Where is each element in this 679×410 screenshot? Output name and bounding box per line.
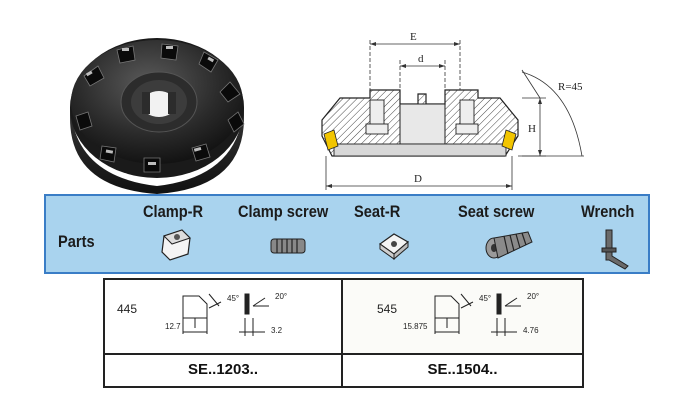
insert-geometry-diagram	[434, 293, 521, 336]
insert-geometry-diagram	[182, 293, 269, 336]
seat-icon	[378, 233, 410, 261]
insert-cell-445: 445 45° 20° 12.7 3.2	[105, 280, 341, 353]
wrench-icon	[601, 229, 629, 270]
insert-spec-table: 445 45° 20° 12.7 3.2 545	[103, 278, 584, 388]
insert-angle-1: 45°	[227, 294, 240, 303]
dim-h-label: H	[528, 123, 536, 135]
series-cell-left: SE..1203..	[105, 355, 341, 386]
clamp-icon	[161, 229, 191, 261]
part-label-clamp-r: Clamp-R	[143, 202, 204, 221]
insert-angle-1: 45°	[479, 294, 492, 303]
series-label: SE..1203..	[187, 361, 259, 378]
dim-r-label: R=45	[558, 81, 583, 93]
insert-code: 445	[117, 302, 138, 316]
dim-e-label: E	[410, 31, 417, 43]
insert-angle-2: 20°	[275, 292, 288, 301]
parts-band: Parts Clamp-R Clamp screw Seat-R Seat sc…	[44, 194, 650, 274]
seat-screw-icon	[485, 231, 533, 259]
face-mill-cutter-photo	[70, 38, 245, 194]
part-label-wrench: Wrench	[581, 202, 635, 221]
part-label-seat-screw: Seat screw	[458, 202, 535, 221]
table-divider-horizontal	[105, 353, 582, 355]
series-cell-right: SE..1504..	[343, 355, 582, 386]
insert-code: 545	[377, 302, 398, 316]
insert-cell-545: 545 45° 20° 15.875 4.76	[343, 280, 582, 353]
series-label: SE..1504..	[427, 361, 498, 378]
cutter-section-drawing: E d D H R=45	[321, 31, 584, 190]
insert-width: 15.875	[403, 322, 428, 331]
clamp-screw-icon	[270, 238, 306, 254]
dim-d-small-label: d	[418, 53, 424, 65]
insert-thickness: 3.2	[271, 326, 283, 335]
table-divider-vertical	[341, 280, 343, 386]
parts-heading: Parts	[58, 232, 95, 251]
insert-thickness: 4.76	[523, 326, 539, 335]
insert-angle-2: 20°	[527, 292, 540, 301]
part-label-clamp-screw: Clamp screw	[238, 202, 329, 221]
part-label-seat-r: Seat-R	[354, 202, 401, 221]
insert-width: 12.7	[165, 322, 181, 331]
dim-d-large-label: D	[414, 173, 422, 185]
